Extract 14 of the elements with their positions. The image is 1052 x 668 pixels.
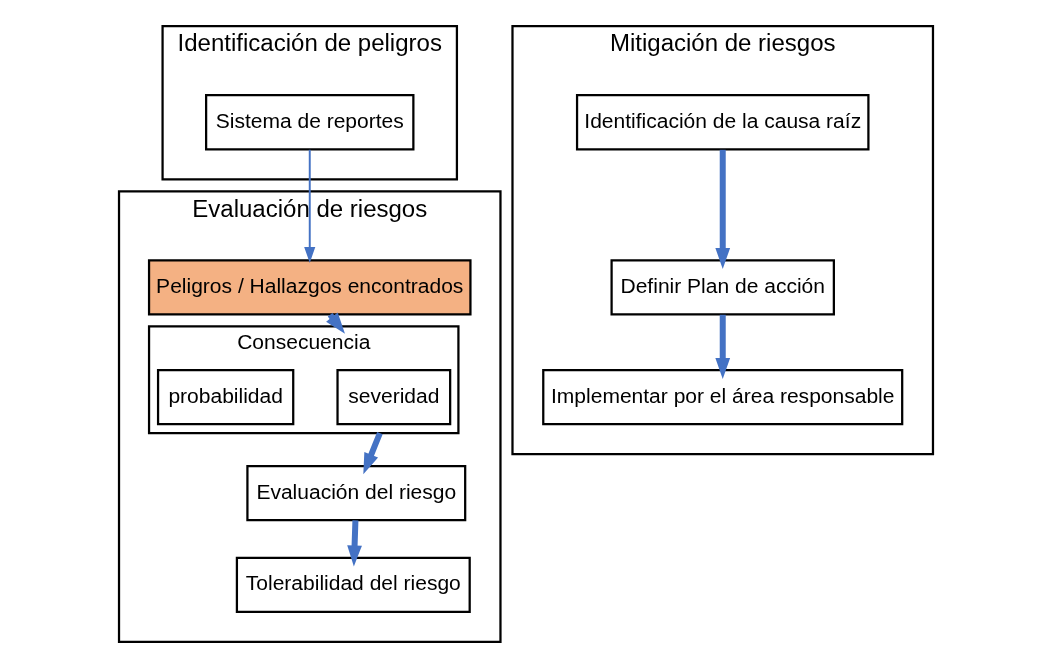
node-box: severidad [336, 368, 452, 426]
node-box: Definir Plan de acción [610, 259, 835, 316]
node-box: Sistema de reportes [205, 94, 415, 151]
node-box: Implementar por el área responsable [542, 368, 904, 426]
node-box: Identificación de la causa raíz [575, 94, 870, 151]
arrow [715, 314, 731, 380]
arrow [304, 148, 316, 263]
arrow [363, 432, 383, 475]
node-box: Peligros / Hallazgos encontrados [147, 259, 472, 316]
node-box: Tolerabilidad del riesgo [235, 556, 471, 613]
arrow [347, 520, 362, 567]
node-box: probabilidad [156, 368, 295, 426]
arrow [715, 149, 731, 270]
node-box: Evaluación del riesgo [246, 465, 467, 522]
